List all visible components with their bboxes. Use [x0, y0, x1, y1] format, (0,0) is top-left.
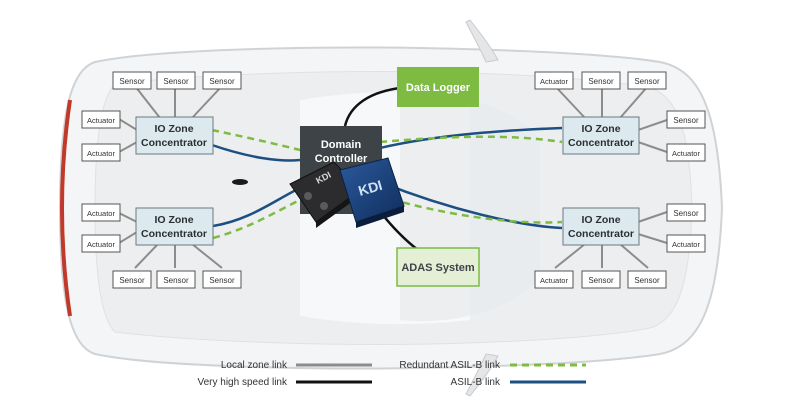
- actuator-label: Actuator: [540, 77, 568, 86]
- actuator-box: Actuator: [666, 234, 706, 253]
- sensor-label: Sensor: [163, 77, 189, 86]
- svg-text:Concentrator: Concentrator: [568, 137, 634, 149]
- svg-text:Concentrator: Concentrator: [141, 228, 207, 240]
- domain-controller-line1: Domain: [321, 139, 362, 151]
- chip-blue: KDI: [339, 157, 405, 228]
- legend: Local zone link Very high speed link Red…: [197, 360, 586, 388]
- domain-controller-line2: Controller: [315, 153, 368, 165]
- sensor-label: Sensor: [209, 276, 235, 285]
- actuator-label: Actuator: [540, 276, 568, 285]
- data-logger-box: Data Logger: [397, 67, 479, 107]
- sensor-box: Sensor: [112, 71, 152, 90]
- sensor-label: Sensor: [673, 209, 699, 218]
- actuator-box: Actuator: [534, 71, 574, 90]
- sensor-box: Sensor: [112, 270, 152, 289]
- sensor-box: Sensor: [666, 110, 706, 129]
- data-logger-label: Data Logger: [406, 82, 471, 94]
- sensor-label: Sensor: [119, 276, 145, 285]
- actuator-box: Actuator: [81, 203, 121, 222]
- sensor-label: Sensor: [163, 276, 189, 285]
- sensor-box: Sensor: [627, 270, 667, 289]
- legend-redundant-label: Redundant ASIL-B link: [399, 360, 501, 371]
- sensor-box: Sensor: [666, 203, 706, 222]
- svg-text:IO Zone: IO Zone: [154, 123, 193, 135]
- svg-text:IO Zone: IO Zone: [154, 214, 193, 226]
- sensor-label: Sensor: [634, 77, 660, 86]
- sensor-box: Sensor: [581, 270, 621, 289]
- actuator-label: Actuator: [87, 240, 115, 249]
- actuator-label: Actuator: [87, 116, 115, 125]
- local-zone-links: [118, 85, 668, 269]
- sensor-label: Sensor: [588, 77, 614, 86]
- asil-b-links: [211, 126, 563, 230]
- actuator-box: Actuator: [81, 143, 121, 162]
- sensor-box: Sensor: [202, 270, 242, 289]
- sensor-box: Sensor: [156, 71, 196, 90]
- svg-text:IO Zone: IO Zone: [581, 123, 620, 135]
- svg-text:Concentrator: Concentrator: [568, 228, 634, 240]
- sensor-label: Sensor: [634, 276, 660, 285]
- sensor-box: Sensor: [202, 71, 242, 90]
- actuator-label: Actuator: [87, 209, 115, 218]
- sensor-box: Sensor: [627, 71, 667, 90]
- adas-system-box: ADAS System: [396, 247, 480, 287]
- io-zone-concentrator-top-right: IO Zone Concentrator: [562, 116, 640, 155]
- adas-system-label: ADAS System: [401, 262, 475, 274]
- io-zone-concentrator-bottom-right: IO Zone Concentrator: [562, 207, 640, 246]
- sensor-label: Sensor: [588, 276, 614, 285]
- redundant-asil-b-links: [211, 128, 563, 240]
- actuator-label: Actuator: [87, 149, 115, 158]
- io-zone-concentrator-bottom-left: IO Zone Concentrator: [135, 207, 214, 246]
- sensor-label: Sensor: [673, 116, 699, 125]
- actuator-box: Actuator: [81, 110, 121, 129]
- sensor-label: Sensor: [119, 77, 145, 86]
- actuator-box: Actuator: [81, 234, 121, 253]
- svg-text:Concentrator: Concentrator: [141, 137, 207, 149]
- sensor-box: Sensor: [156, 270, 196, 289]
- legend-local-label: Local zone link: [221, 360, 288, 371]
- chip-marking-blue: KDI: [356, 177, 384, 199]
- actuator-box: Actuator: [666, 143, 706, 162]
- legend-asil-label: ASIL-B link: [451, 377, 501, 388]
- svg-text:IO Zone: IO Zone: [581, 214, 620, 226]
- io-zone-concentrator-top-left: IO Zone Concentrator: [135, 116, 214, 155]
- actuator-box: Actuator: [534, 270, 574, 289]
- sensor-box: Sensor: [581, 71, 621, 90]
- legend-very-high-label: Very high speed link: [197, 377, 288, 388]
- actuator-label: Actuator: [672, 240, 700, 249]
- actuator-label: Actuator: [672, 149, 700, 158]
- sensor-label: Sensor: [209, 77, 235, 86]
